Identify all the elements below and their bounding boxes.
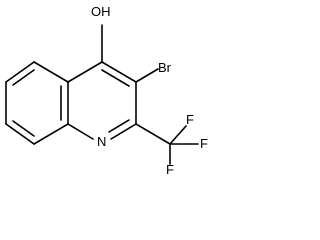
bond-cf3-f-upper [169, 125, 187, 145]
bond-n1-c8a [67, 123, 94, 140]
bond-c4a-c4 [67, 61, 103, 83]
quinoline-structure-diagram: OH Br N F F F [5, 4, 208, 177]
bond-c4-c3 [101, 61, 137, 83]
double-bond-c4-c3-inner [101, 69, 130, 87]
hydroxyl-label: OH [91, 4, 111, 19]
bromine-label: Br [158, 60, 172, 75]
double-bond-c2-n1-inner [108, 119, 130, 133]
bond-c7-c8 [5, 123, 35, 145]
structure-canvas: OH Br N F F F [5, 4, 208, 177]
bond-c3-br [135, 68, 159, 83]
bond-c8-c8a [33, 123, 69, 145]
bond-c2-cf3 [135, 123, 171, 145]
bond-c2-n1 [110, 123, 137, 140]
fluorine-label-lower: F [166, 162, 174, 177]
bond-c4a-c5 [33, 61, 69, 83]
fluorine-label-upper: F [186, 112, 194, 127]
nitrogen-label: N [97, 134, 106, 149]
fluorine-label-right: F [200, 136, 208, 151]
double-bond-c5-c6-inner [12, 69, 35, 86]
bond-c5-c6 [5, 61, 35, 83]
double-bond-c7-c8-inner [12, 120, 35, 137]
